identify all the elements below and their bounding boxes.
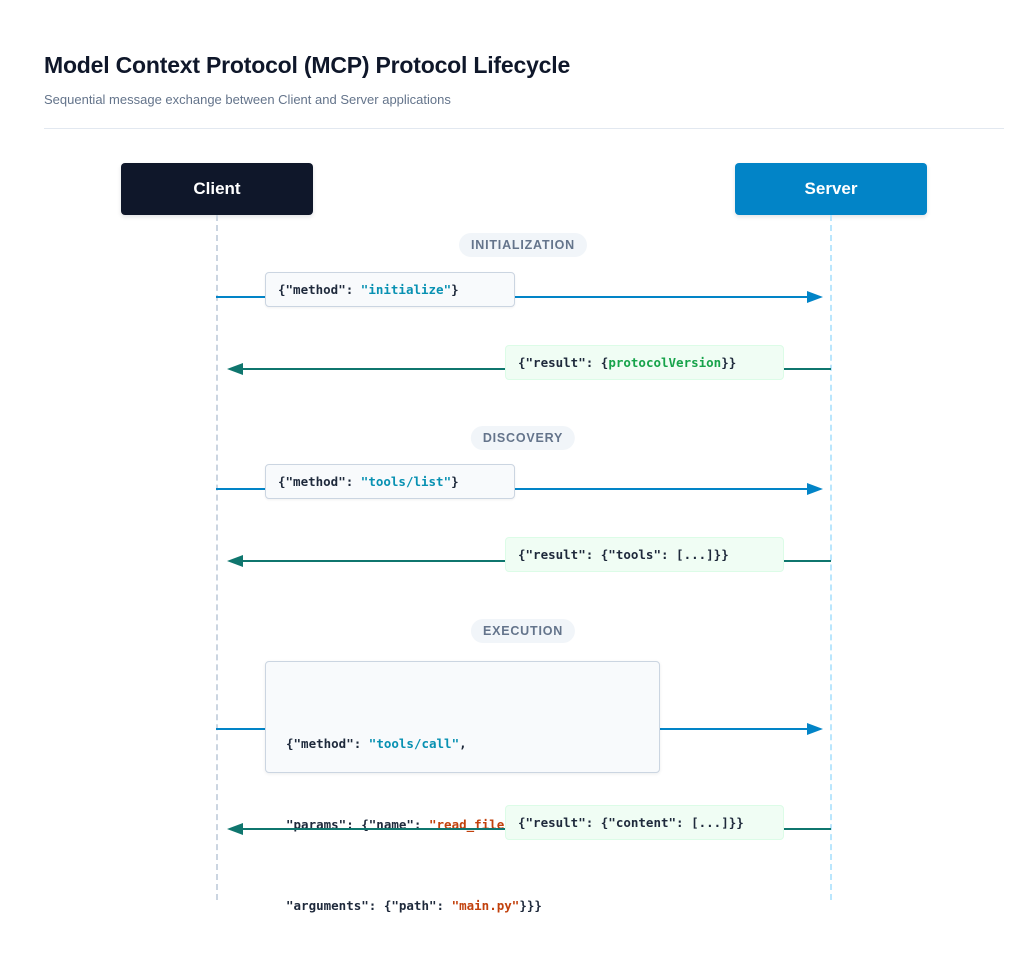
client-participant: Client (121, 163, 313, 215)
tools-call-line-3: "arguments": {"path": "main.py"}}} (286, 898, 542, 913)
server-lifeline (830, 215, 832, 900)
tools-call-response-message: {"result": {"content": [...]}} (505, 805, 784, 840)
phase-discovery: DISCOVERY (470, 426, 576, 450)
client-label: Client (193, 179, 241, 198)
tools-call-request-message: {"method": "tools/call", "params": {"nam… (265, 661, 660, 913)
header-divider (44, 128, 1004, 129)
client-lifeline (216, 215, 218, 900)
tools-list-response-message: {"result": {"tools": [...]}} (505, 537, 784, 572)
phase-initialization: INITIALIZATION (458, 233, 588, 257)
tools-call-line-1: {"method": "tools/call", (286, 736, 467, 751)
server-participant: Server (735, 163, 927, 215)
server-label: Server (804, 179, 858, 198)
phase-execution: EXECUTION (470, 619, 576, 643)
page-title: Model Context Protocol (MCP) Protocol Li… (44, 52, 571, 78)
page-subtitle: Sequential message exchange between Clie… (44, 92, 451, 107)
initialize-request-message: {"method": "initialize"} (265, 272, 515, 307)
initialize-response-message: {"result": {protocolVersion}} (505, 345, 784, 380)
tools-list-request-message: {"method": "tools/list"} (265, 464, 515, 499)
